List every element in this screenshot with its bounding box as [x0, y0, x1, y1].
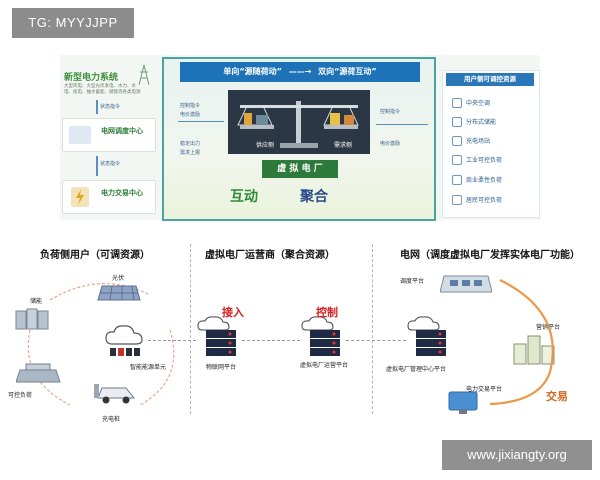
trade-label: 交易 — [546, 390, 568, 403]
charging-station-icon — [452, 136, 462, 146]
storage-label: 储能 — [30, 298, 43, 305]
control-command-left: 控制指令 — [180, 103, 201, 109]
vpp-management-server-icon — [406, 316, 450, 360]
residents-icon — [452, 195, 462, 205]
air-conditioner-icon — [452, 98, 462, 108]
stable-output-label: 稳定出力 — [180, 141, 201, 147]
solar-panel-icon — [96, 282, 142, 304]
resource-item-2: 分布式储能 — [466, 119, 497, 126]
divider-2 — [372, 244, 373, 414]
resource-item-3: 充电场站 — [466, 138, 491, 145]
price-incentive-right: 电价激励 — [380, 141, 401, 147]
right-arrow-line — [376, 124, 428, 125]
control-command-right: 控制指令 — [380, 109, 401, 115]
resource-item-4: 工业可控负荷 — [466, 157, 503, 164]
divider-1 — [190, 244, 191, 414]
resource-item-1: 中央空调 — [466, 100, 491, 107]
marketing-buildings-icon — [510, 330, 558, 366]
vpp-operator-server-icon — [300, 316, 344, 360]
controllable-load-icon — [15, 362, 62, 386]
aggregate-text: 聚合 — [300, 189, 328, 205]
status-command-label-1: 状态指令 — [100, 104, 121, 110]
status-command-label-2: 状态指令 — [100, 161, 121, 167]
left-orbit-arcs — [10, 270, 190, 420]
dispatch-platform-icon — [439, 270, 493, 296]
new-power-system-title: 新型电力系统 — [64, 73, 119, 83]
banner-arrow: ——→ — [288, 67, 312, 76]
vertical-arrow-2 — [96, 156, 98, 176]
controllable-load-label: 可控负荷 — [8, 392, 33, 399]
trade-bolt-icon — [71, 187, 89, 207]
right-orbit-arc — [470, 272, 570, 412]
balance-scale-icon — [232, 95, 366, 151]
dispatch-screens-icon — [69, 126, 91, 144]
user-resources-panel — [442, 70, 540, 218]
power-sources-text: 大型风电、大型光伏发电、水力、水电、核电、抽水蓄能、储能等各类电源 — [64, 84, 141, 95]
trade-platform-label: 电力交易平台 — [466, 386, 503, 393]
demand-side-label: 需求侧 — [334, 142, 353, 149]
grid-dispatch-label: 电网调度中心 — [101, 127, 143, 135]
resource-item-5: 商业柔性负荷 — [466, 177, 503, 184]
demand-report-label: 需求上报 — [180, 150, 201, 156]
smart-unit-label: 智能能源单元 — [130, 364, 167, 371]
trade-monitor-icon — [446, 390, 480, 416]
supply-side-label: 供应侧 — [256, 142, 275, 149]
iot-platform-label: 物联网平台 — [206, 364, 237, 371]
vpp-mgmt-label: 虚拟电厂管理中心平台 — [386, 366, 447, 373]
left-arrow-line — [178, 121, 224, 122]
vpp-operator-title: 虚拟电厂运营商（聚合资源） — [205, 250, 335, 261]
battery-storage-icon — [14, 305, 50, 331]
load-user-title: 负荷侧用户（可调资源） — [40, 250, 150, 261]
trade-center-label: 电力交易中心 — [101, 189, 143, 197]
banner-one-way: 单向“源随荷动” — [223, 67, 282, 76]
direction-banner: 单向“源随荷动” ——→ 双向“源荷互动” — [180, 62, 420, 82]
iot-server-icon — [196, 316, 240, 360]
user-resources-title: 用户侧可调控资源 — [446, 73, 534, 86]
charging-pile-label: 充电桩 — [102, 416, 121, 423]
storage-icon — [452, 117, 462, 127]
access-label: 接入 — [222, 306, 244, 319]
banner-two-way: 双向“源荷互动” — [318, 67, 377, 76]
dispatch-platform-label: 调度平台 — [400, 278, 425, 285]
cloud-icon — [102, 322, 146, 360]
power-tower-icon — [136, 64, 152, 86]
resource-item-6: 居民可控负荷 — [466, 197, 503, 204]
electric-car-icon — [92, 380, 140, 406]
vertical-arrow-1 — [96, 100, 98, 114]
vpp-label: 虚 拟 电 厂 — [262, 160, 338, 178]
interact-text: 互动 — [230, 189, 258, 205]
link-unit-iot — [148, 340, 196, 341]
watermark-top-left: TG: MYYJJPP — [12, 8, 134, 38]
watermark-bottom-right: www.jixiangty.org — [442, 440, 592, 470]
commercial-building-icon — [452, 175, 462, 185]
grid-title: 电网（调度虚拟电厂发挥实体电厂功能） — [400, 250, 580, 261]
vpp-platform-label: 虚拟电厂运营平台 — [300, 362, 349, 369]
link-vpp-mgmt — [346, 340, 406, 341]
factory-icon — [452, 155, 462, 165]
link-iot-vpp — [242, 340, 300, 341]
grid-dispatch-box: 电网调度中心 — [62, 118, 156, 152]
control-label: 控制 — [316, 306, 338, 319]
trade-center-box: 电力交易中心 — [62, 180, 156, 214]
price-incentive-left: 电价激励 — [180, 112, 201, 118]
pv-label: 光伏 — [112, 275, 125, 282]
